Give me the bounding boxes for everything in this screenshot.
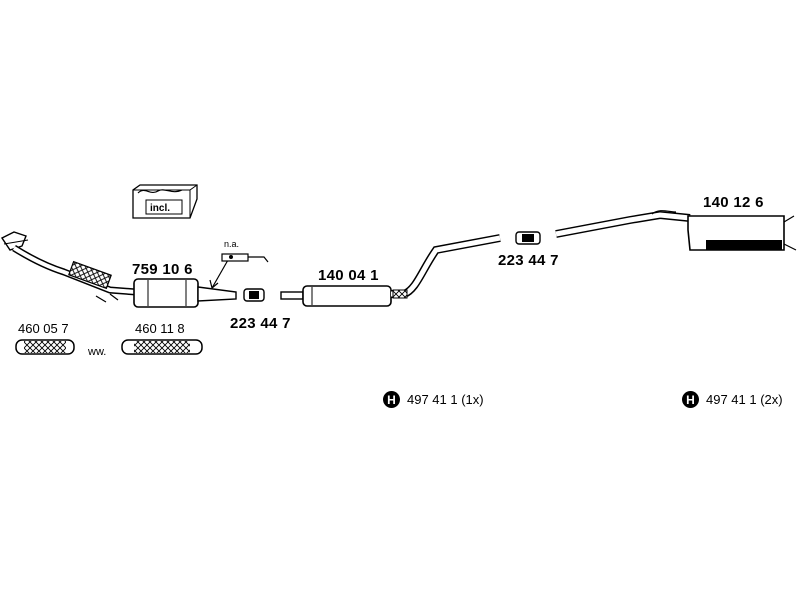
front-pipe-part-number: 140 04 1 <box>318 267 379 284</box>
catalytic-converter-part-number: 759 10 6 <box>132 261 193 278</box>
mounting-kit-ref-1-text: 497 41 1 (1x) <box>407 392 484 407</box>
mounting-kit-ref-1: H 497 41 1 (1x) <box>383 391 484 408</box>
flex-pipe-b-part-number: 460 11 8 <box>135 321 185 336</box>
mounting-kit-ref-2: H 497 41 1 (2x) <box>682 391 783 408</box>
lambda-sensor <box>221 253 269 263</box>
clamp-a-part-number: 223 44 7 <box>230 315 291 332</box>
catalytic-converter <box>133 259 237 308</box>
hanger-icon: H <box>682 391 699 408</box>
clamp-b <box>515 231 541 245</box>
mounting-kit-ref-2-text: 497 41 1 (2x) <box>706 392 783 407</box>
clamp-a <box>243 288 265 302</box>
included-kit-box <box>132 184 198 219</box>
clamp-b-part-number: 223 44 7 <box>498 252 559 269</box>
hanger-icon: H <box>383 391 400 408</box>
alternative-label: ww. <box>88 346 107 358</box>
center-muffler-pipe <box>280 234 501 307</box>
rear-muffler <box>555 210 797 251</box>
rear-muffler-part-number: 140 12 6 <box>703 194 764 211</box>
included-label: incl. <box>150 203 171 214</box>
flex-pipe-a-part-number: 460 05 7 <box>18 321 69 336</box>
not-available-label: n.a. <box>224 239 240 249</box>
flex-pipe-b <box>121 339 203 355</box>
flex-pipe-a <box>15 339 75 355</box>
front-downpipe <box>0 231 137 303</box>
